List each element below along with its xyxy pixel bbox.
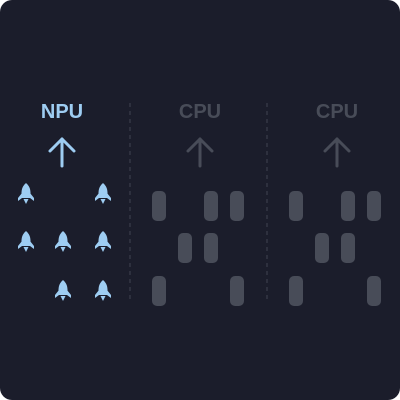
car-icon: [204, 191, 218, 221]
car-icon: [204, 233, 218, 263]
car-icon: [315, 233, 329, 263]
car-icon: [289, 276, 303, 306]
column-label-npu: NPU: [41, 101, 83, 123]
rocket-icon: [95, 183, 111, 204]
rocket-icon: [18, 231, 34, 252]
car-icon: [341, 233, 355, 263]
car-icon: [341, 191, 355, 221]
car-icon: [367, 276, 381, 306]
car-icon: [367, 191, 381, 221]
car-icon: [152, 191, 166, 221]
rocket-group: [18, 183, 111, 301]
car-icon: [230, 191, 244, 221]
arrow-up-icon: [323, 137, 351, 168]
arrow-up-icon: [48, 137, 76, 168]
rocket-icon: [55, 280, 71, 301]
rocket-icon: [95, 231, 111, 252]
arrow-up-icon: [186, 137, 214, 168]
rocket-icon: [18, 183, 34, 204]
rocket-icon: [55, 231, 71, 252]
column-label-cpu-1: CPU: [179, 101, 221, 123]
car-group-2: [289, 191, 381, 306]
car-icon: [289, 191, 303, 221]
car-icon: [230, 276, 244, 306]
car-group-1: [152, 191, 244, 306]
car-icon: [178, 233, 192, 263]
column-label-cpu-2: CPU: [316, 101, 358, 123]
rocket-icon: [95, 280, 111, 301]
car-icon: [152, 276, 166, 306]
